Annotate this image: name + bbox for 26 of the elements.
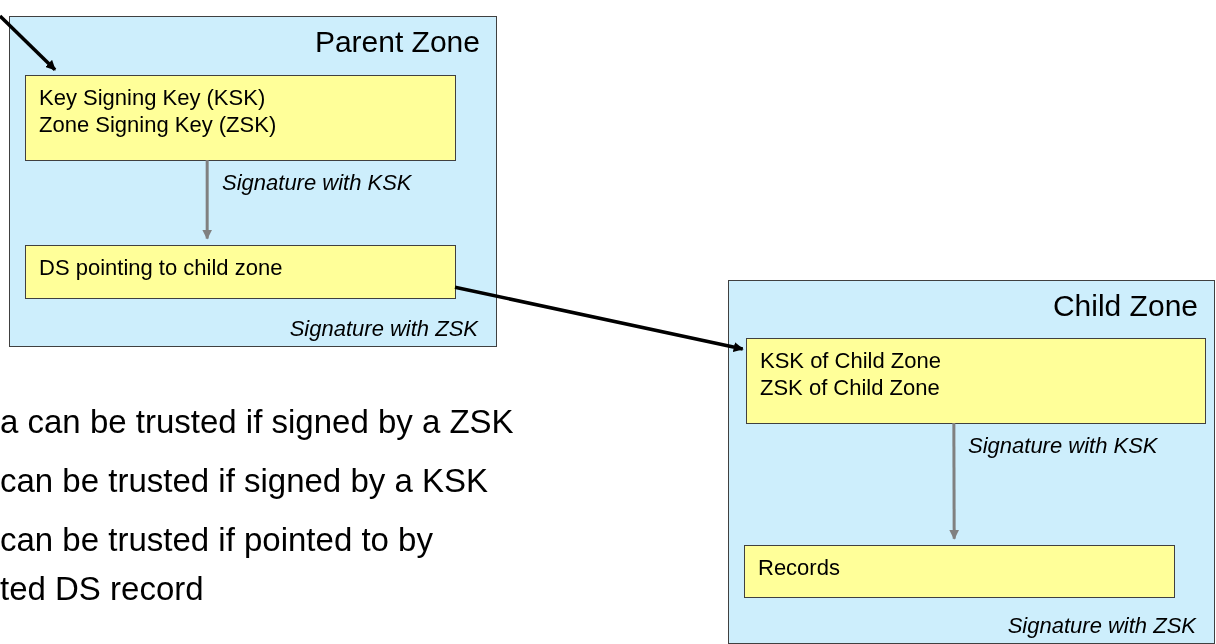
edge-label: Signature with KSK	[222, 172, 412, 194]
arrow	[0, 14, 57, 71]
arrow	[454, 285, 744, 353]
zone-box	[728, 280, 1215, 644]
zone-title: Parent Zone	[314, 27, 480, 57]
bullet-text: can be trusted if pointed to by	[0, 523, 433, 556]
edge-label: Signature with KSK	[968, 435, 1158, 457]
record-box	[746, 338, 1206, 424]
record-box	[25, 75, 456, 161]
record-text: ZSK of Child Zone	[760, 374, 940, 401]
record-text: Records	[758, 554, 840, 581]
bullet-text: can be trusted if signed by a KSK	[0, 464, 488, 497]
arrow	[949, 423, 960, 540]
record-text: Zone Signing Key (ZSK)	[39, 111, 277, 138]
record-text: KSK of Child Zone	[760, 347, 941, 374]
record-box	[744, 545, 1175, 598]
zone-title: Child Zone	[1052, 291, 1198, 321]
record-text: Key Signing Key (KSK)	[39, 84, 266, 111]
signature-note: Signature with ZSK	[1007, 615, 1196, 637]
record-box	[25, 245, 456, 299]
zone-box	[9, 16, 497, 347]
record-text: DS pointing to child zone	[39, 254, 283, 281]
bullet-text: a can be trusted if signed by a ZSK	[0, 405, 514, 438]
bullet-text: ted DS record	[0, 572, 204, 605]
arrow	[202, 160, 213, 240]
signature-note: Signature with ZSK	[289, 318, 478, 340]
